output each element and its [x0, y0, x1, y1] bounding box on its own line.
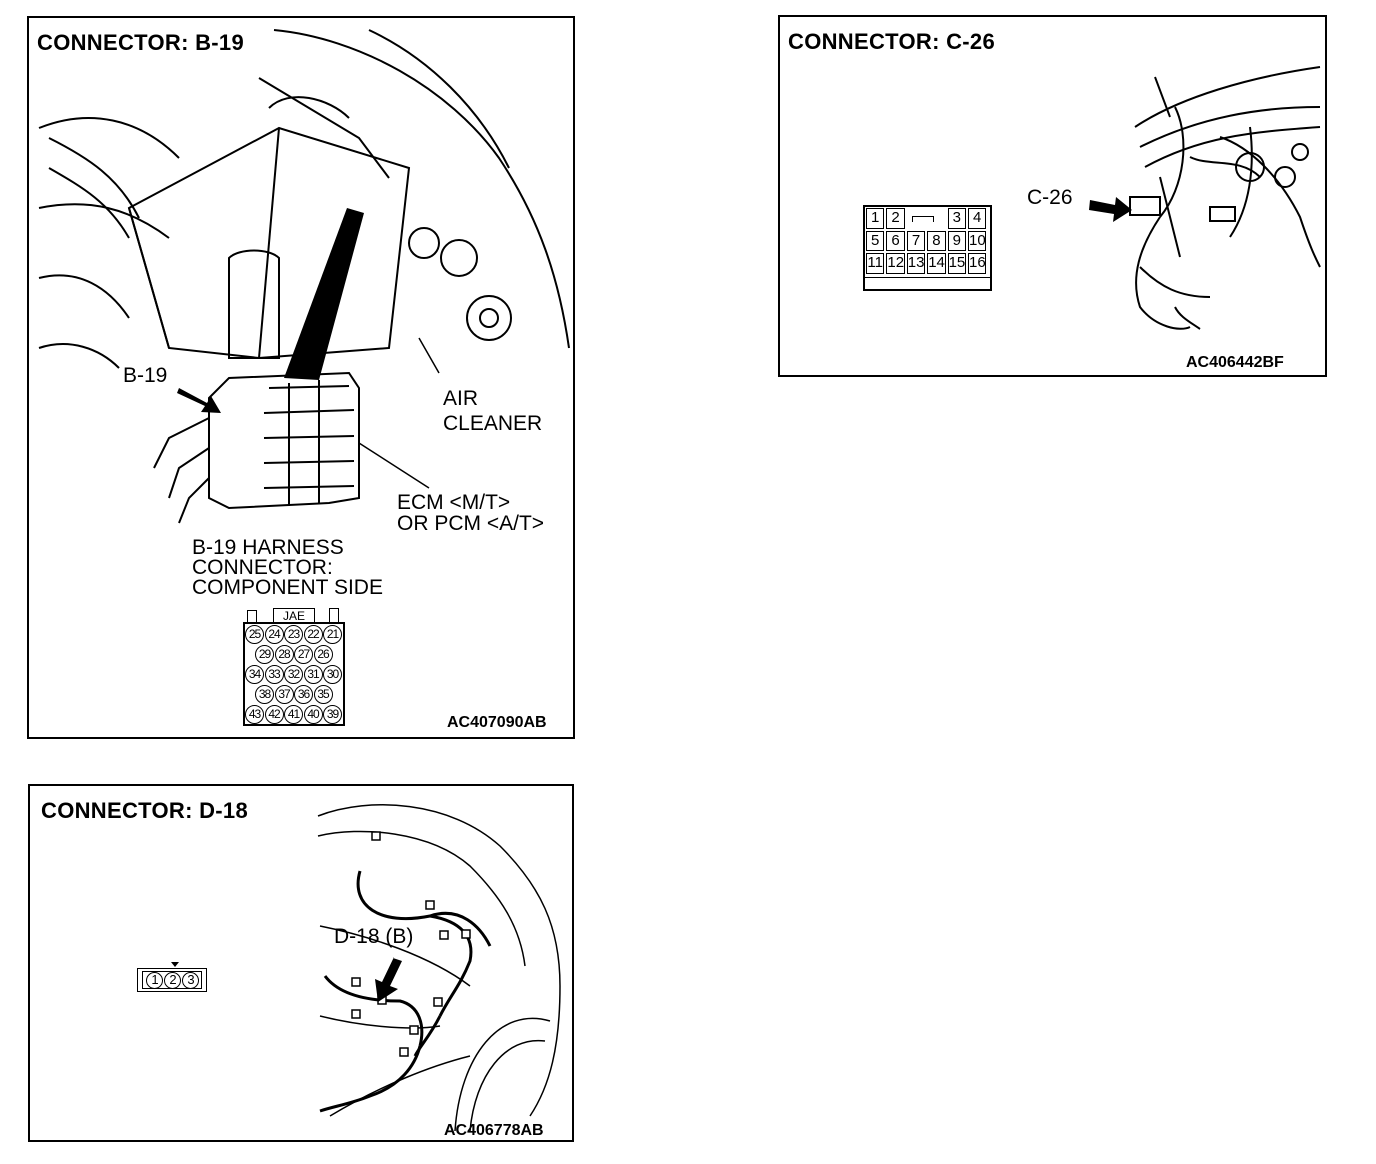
c26-pin-16: 16	[968, 253, 987, 274]
figure-code: AC406442BF	[1186, 354, 1284, 371]
label-harness-2: CONNECTOR:	[192, 556, 333, 579]
label-air: AIR	[443, 387, 479, 410]
b19-pin-38: 38	[255, 685, 274, 704]
label-harness-1: B-19 HARNESS	[192, 536, 344, 559]
d18-connector-latch	[171, 962, 179, 967]
b19-pin-29: 29	[255, 645, 274, 664]
b19-pin-42: 42	[264, 705, 284, 724]
vehicle-rear-illustration	[317, 804, 561, 1132]
c26-pin-10: 10	[968, 230, 987, 251]
d18-connector-housing	[137, 968, 207, 992]
c26-pin-2: 2	[886, 208, 905, 229]
c26-pin-4: 4	[968, 208, 987, 229]
b19-pin-32: 32	[284, 665, 303, 684]
panel-title: CONNECTOR: B-19	[37, 30, 245, 55]
c26-pin-12: 12	[886, 253, 905, 274]
b19-brand-label: JAE	[273, 608, 315, 624]
b19-pin-33: 33	[264, 665, 284, 684]
b19-pin-31: 31	[303, 665, 323, 684]
callout-b19: B-19	[123, 364, 168, 387]
b19-pin-41: 41	[284, 705, 303, 724]
b19-pin-35: 35	[313, 685, 333, 704]
c26-key-notch	[912, 216, 934, 222]
b19-pin-37: 37	[274, 685, 294, 704]
b19-pin-27: 27	[294, 645, 313, 664]
label-harness-3: COMPONENT SIDE	[192, 576, 383, 599]
panel-title: CONNECTOR: C-26	[788, 29, 996, 54]
b19-latch-left	[247, 610, 257, 622]
callout-c26: C-26	[1027, 186, 1073, 209]
c26-pin-11: 11	[866, 253, 885, 274]
label-cleaner: CLEANER	[443, 412, 543, 435]
d18-pin-2: 2	[164, 972, 181, 989]
b19-pin-30: 30	[323, 665, 342, 684]
c26-pin-9: 9	[947, 230, 966, 251]
b19-pin-28: 28	[274, 645, 294, 664]
label-ecm: ECM <M/T>	[397, 491, 511, 514]
c26-pin-14: 14	[927, 253, 946, 274]
panel-title: CONNECTOR: D-18	[41, 798, 249, 823]
engine-bay-illustration	[38, 29, 570, 524]
b19-pin-39: 39	[323, 705, 342, 724]
b19-pin-34: 34	[245, 665, 264, 684]
panel-connector-b19: CONNECTOR: B-19 B-19 AIR CLEANER ECM <M/…	[27, 16, 575, 739]
c26-pin-3: 3	[947, 208, 966, 229]
c26-pin-8: 8	[927, 230, 946, 251]
b19-pin-24: 24	[264, 625, 284, 644]
b19-pin-25: 25	[245, 625, 264, 644]
c26-pin-15: 15	[947, 253, 966, 274]
c26-pin-13: 13	[906, 253, 926, 274]
b19-pin-26: 26	[313, 645, 333, 664]
b19-pin-22: 22	[303, 625, 323, 644]
b19-connector-housing	[243, 622, 345, 726]
c26-pin-5: 5	[866, 230, 885, 251]
b19-latch-right	[329, 608, 339, 622]
b19-pin-21: 21	[323, 625, 342, 644]
label-pcm: OR PCM <A/T>	[397, 512, 545, 535]
b19-pin-43: 43	[245, 705, 264, 724]
c26-base-stripe	[865, 277, 990, 289]
callout-d18: D-18 (B)	[334, 925, 414, 948]
c26-pin-1: 1	[866, 208, 885, 229]
figure-code: AC406778AB	[444, 1122, 544, 1139]
b19-pin-36: 36	[294, 685, 313, 704]
b19-pin-23: 23	[284, 625, 303, 644]
c26-pin-6: 6	[886, 230, 905, 251]
figure-code: AC407090AB	[447, 714, 547, 731]
c26-pin-7: 7	[906, 230, 926, 251]
d18-pin-3: 3	[182, 972, 199, 989]
d18-pin-1: 1	[146, 972, 163, 989]
b19-pin-40: 40	[303, 705, 323, 724]
dashboard-illustration	[1089, 66, 1321, 330]
